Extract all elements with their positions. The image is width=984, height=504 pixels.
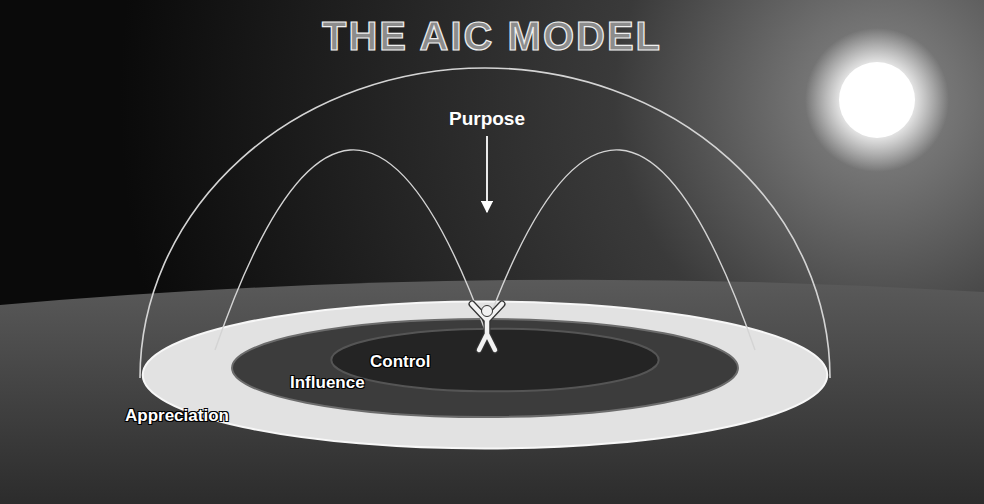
dome-arch xyxy=(215,150,485,350)
band-label: Appreciation xyxy=(125,406,229,426)
ground xyxy=(0,280,984,504)
person-figure xyxy=(472,304,502,350)
dome-arch xyxy=(485,150,755,350)
sun xyxy=(839,62,915,138)
diagram-title: THE AIC MODEL xyxy=(0,14,984,59)
purpose-label: Purpose xyxy=(449,108,525,130)
band-label: Control xyxy=(370,352,430,372)
control-area-ellipse xyxy=(331,329,658,392)
appreciation-ring: AppreciationInfluenceControl xyxy=(140,300,830,450)
control-area: Control xyxy=(330,328,660,392)
sun-glow xyxy=(805,28,949,172)
dome-arc xyxy=(140,68,830,378)
appreciation-ring-ellipse xyxy=(143,302,827,449)
influence-ring-ellipse xyxy=(232,319,738,417)
band-label: Influence xyxy=(290,373,365,393)
influence-ring: InfluenceControl xyxy=(230,318,740,418)
purpose-arrow xyxy=(486,136,488,212)
